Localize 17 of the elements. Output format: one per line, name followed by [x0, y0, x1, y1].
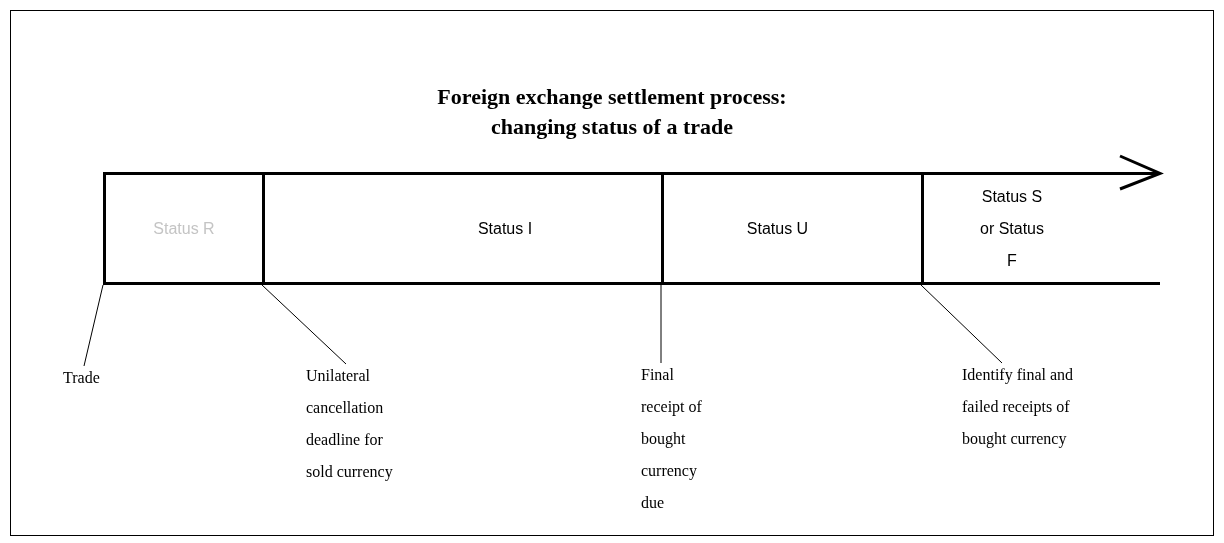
annotation-text: Trade [63, 362, 123, 394]
status-label: Status I [477, 218, 533, 239]
annotation-text: Identify final and failed receipts of bought currency [962, 359, 1080, 455]
status-box [262, 172, 664, 285]
status-label: Status R [153, 218, 215, 239]
leader-line [83, 284, 104, 367]
status-box [921, 172, 1160, 285]
leader-line [660, 284, 662, 364]
status-label: Status S or Status F [979, 186, 1045, 271]
leader-line [261, 284, 347, 365]
status-label: Status U [746, 218, 809, 239]
annotation-text: Unilateral cancellation deadline for sold currency [306, 360, 394, 488]
annotation-text: Final receipt of bought currency due [641, 359, 713, 519]
leader-line [920, 284, 1003, 364]
title: Foreign exchange settlement process: changing status of a trade [436, 83, 788, 141]
status-box [103, 172, 265, 285]
status-box [661, 172, 924, 285]
